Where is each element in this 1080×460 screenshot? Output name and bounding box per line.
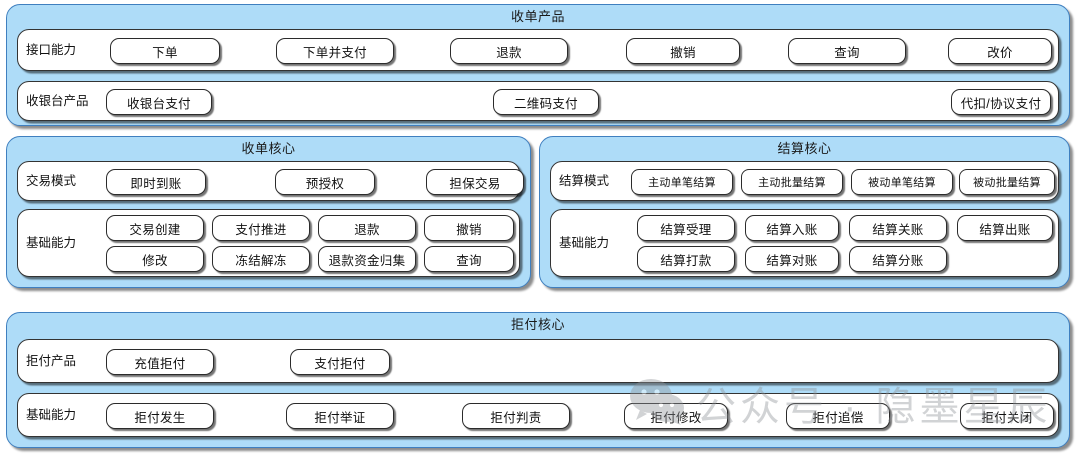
row-transaction-mode: 交易模式 即时到账 预授权 担保交易 [17,161,524,201]
pill-settlement-outgoing[interactable]: 结算出账 [957,215,1053,241]
pill-settlement-payout[interactable]: 结算打款 [637,246,735,272]
pill-instant-settlement[interactable]: 即时到账 [106,169,206,195]
pill-place-order[interactable]: 下单 [110,38,220,64]
pill-core-query[interactable]: 查询 [424,246,514,272]
row-settlement-mode: 结算模式 主动单笔结算 主动批量结算 被动单笔结算 被动批量结算 [550,161,1059,201]
pill-modify[interactable]: 修改 [106,246,204,272]
row-settlement-basic-capability: 基础能力 结算受理 结算入账 结算关账 结算出账 结算打款 结算对账 结算分账 [550,209,1059,277]
pill-settlement-split[interactable]: 结算分账 [849,246,947,272]
pill-transaction-create[interactable]: 交易创建 [106,215,204,241]
row-label-chargeback-product: 拒付产品 [26,354,77,368]
pill-payment-advance[interactable]: 支付推进 [212,215,310,241]
pill-chargeback-evidence[interactable]: 拒付举证 [286,403,394,429]
pill-chargeback-recovery[interactable]: 拒付追偿 [786,403,890,429]
pill-chargeback-occurrence[interactable]: 拒付发生 [106,403,214,429]
pill-settlement-reconciliation[interactable]: 结算对账 [745,246,839,272]
pill-refund[interactable]: 退款 [450,38,568,64]
pill-active-single-settlement[interactable]: 主动单笔结算 [631,169,733,195]
pill-pre-authorization[interactable]: 预授权 [275,169,375,195]
pill-passive-single-settlement[interactable]: 被动单笔结算 [851,169,953,195]
panel-acquiring-product: 收单产品 接口能力 下单 下单并支付 退款 撤销 查询 改价 收银台产品 收银台… [6,4,1070,126]
pill-recharge-chargeback[interactable]: 充值拒付 [106,349,214,375]
pill-active-batch-settlement[interactable]: 主动批量结算 [741,169,843,195]
panel-title-acquiring-product: 收单产品 [510,9,565,24]
row-label-interface-capability: 接口能力 [26,43,77,57]
pill-agreement-payment[interactable]: 代扣/协议支付 [951,89,1051,115]
row-interface-capability: 接口能力 下单 下单并支付 退款 撤销 查询 改价 [17,29,1059,71]
pill-chargeback-liability[interactable]: 拒付判责 [462,403,570,429]
pill-qr-code-payment[interactable]: 二维码支付 [493,89,599,115]
pill-cashier-payment[interactable]: 收银台支付 [106,89,212,115]
row-label-settlement-mode: 结算模式 [559,174,610,188]
pill-place-order-and-pay[interactable]: 下单并支付 [276,38,394,64]
pill-settlement-closing[interactable]: 结算关账 [849,215,947,241]
pill-chargeback-close[interactable]: 拒付关闭 [960,403,1054,429]
pill-chargeback-modify[interactable]: 拒付修改 [624,403,728,429]
pill-core-cancel[interactable]: 撤销 [424,215,514,241]
pill-core-refund[interactable]: 退款 [318,215,416,241]
pill-refund-fund-collection[interactable]: 退款资金归集 [318,246,416,272]
pill-settlement-entry[interactable]: 结算入账 [745,215,839,241]
row-chargeback-product: 拒付产品 充值拒付 支付拒付 [17,339,1059,383]
panel-title-settlement-core: 结算核心 [777,141,832,156]
panel-title-acquiring-core: 收单核心 [241,141,296,156]
panel-title-chargeback-core: 拒付核心 [510,317,565,332]
pill-passive-batch-settlement[interactable]: 被动批量结算 [959,169,1055,195]
pill-freeze-unfreeze[interactable]: 冻结解冻 [212,246,310,272]
row-label-settlement-basic-capability: 基础能力 [559,236,610,250]
panel-acquiring-core: 收单核心 交易模式 即时到账 预授权 担保交易 基础能力 交易创建 支付推进 退… [6,136,531,288]
panel-chargeback-core: 拒付核心 拒付产品 充值拒付 支付拒付 基础能力 拒付发生 拒付举证 拒付判责 … [6,312,1070,448]
row-label-chargeback-basic-capability: 基础能力 [26,408,77,422]
row-label-acquiring-basic-capability: 基础能力 [26,236,77,250]
pill-cancel[interactable]: 撤销 [626,38,740,64]
row-cashier-product: 收银台产品 收银台支付 二维码支付 代扣/协议支付 [17,81,1059,121]
pill-guaranteed-transaction[interactable]: 担保交易 [426,169,524,195]
pill-query[interactable]: 查询 [788,38,906,64]
pill-settlement-acceptance[interactable]: 结算受理 [637,215,735,241]
row-label-transaction-mode: 交易模式 [26,174,77,188]
row-acquiring-basic-capability: 基础能力 交易创建 支付推进 退款 撤销 修改 冻结解冻 退款资金归集 查询 [17,209,520,277]
row-label-cashier-product: 收银台产品 [26,94,89,108]
panel-settlement-core: 结算核心 结算模式 主动单笔结算 主动批量结算 被动单笔结算 被动批量结算 基础… [539,136,1070,288]
row-chargeback-basic-capability: 基础能力 拒付发生 拒付举证 拒付判责 拒付修改 拒付追偿 拒付关闭 [17,393,1059,437]
pill-payment-chargeback[interactable]: 支付拒付 [290,349,390,375]
pill-price-change[interactable]: 改价 [948,38,1052,64]
